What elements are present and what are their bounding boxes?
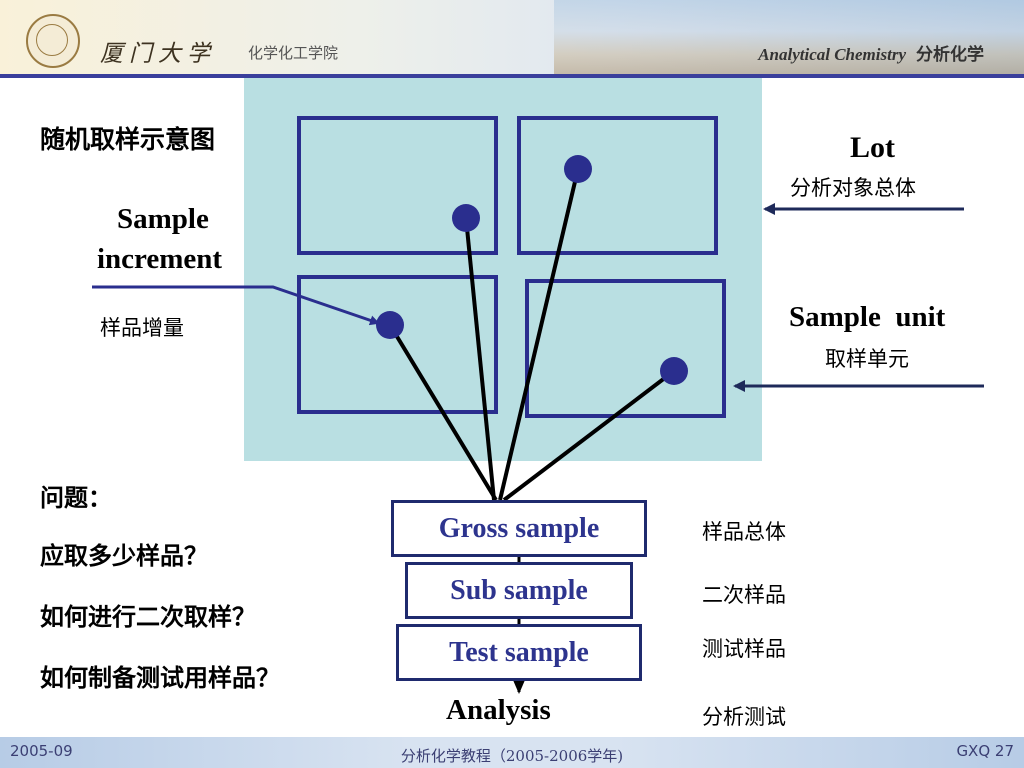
increment-pointer-arrow — [92, 285, 380, 326]
questions-heading: 问题： — [40, 484, 112, 512]
lot-label-zh: 分析对象总体 — [790, 176, 916, 200]
sample-increment-label-line2: increment — [97, 243, 223, 275]
lot-area — [244, 78, 762, 461]
question-3: 如何制备测试用样品？ — [40, 664, 280, 692]
sample-increment-dot-4 — [660, 357, 688, 385]
course-title: Analytical Chemistry 分析化学 — [758, 40, 984, 65]
question-2: 如何进行二次取样？ — [40, 603, 256, 631]
sample-unit-label-zh: 取样单元 — [825, 347, 909, 371]
gross-sample-zh: 样品总体 — [702, 520, 786, 544]
slide-header: 厦门大学 化学化工学院 Analytical Chemistry 分析化学 — [0, 0, 1024, 78]
analysis-label: Analysis — [446, 694, 551, 726]
header-divider — [0, 74, 1024, 78]
campus-building-image — [554, 0, 1024, 78]
increment-line-1 — [464, 217, 496, 501]
sub-sample-box: Sub sample — [405, 562, 633, 619]
sample-unit-label-en: Sample unit — [789, 301, 946, 333]
increment-line-2 — [498, 168, 580, 501]
sample-increment-label-line1: Sample — [117, 203, 209, 235]
sample-unit-2 — [517, 116, 718, 255]
sample-increment-dot-2 — [564, 155, 592, 183]
question-1: 应取多少样品？ — [40, 542, 208, 570]
course-title-zh: 分析化学 — [916, 45, 984, 65]
footer-date: 2005-09 — [10, 742, 73, 760]
university-name: 厦门大学 — [100, 41, 216, 67]
sample-increment-label-zh: 样品增量 — [100, 316, 184, 340]
footer-page-number: GXQ 27 — [956, 742, 1014, 760]
course-title-en: Analytical Chemistry — [758, 45, 906, 64]
slide-footer: 2005-09 分析化学教程（2005-2006学年) GXQ 27 — [0, 737, 1024, 768]
test-sample-zh: 测试样品 — [702, 637, 786, 661]
lot-label-en: Lot — [850, 131, 895, 164]
footer-course: 分析化学教程（2005-2006学年) — [400, 747, 624, 765]
increment-line-4 — [502, 369, 676, 502]
sample-increment-dot-3 — [376, 311, 404, 339]
gross-sample-box: Gross sample — [391, 500, 647, 557]
sub-sample-zh: 二次样品 — [702, 583, 786, 607]
sample-unit-1 — [297, 116, 498, 255]
increment-line-3 — [388, 323, 498, 502]
university-seal-icon — [26, 14, 80, 68]
sample-unit-3 — [297, 275, 498, 414]
sample-increment-dot-1 — [452, 204, 480, 232]
test-sample-box: Test sample — [396, 624, 642, 681]
college-name: 化学化工学院 — [248, 44, 339, 62]
sample-unit-4 — [525, 279, 726, 418]
analysis-zh: 分析测试 — [702, 705, 786, 729]
diagram-title: 随机取样示意图 — [40, 125, 216, 154]
